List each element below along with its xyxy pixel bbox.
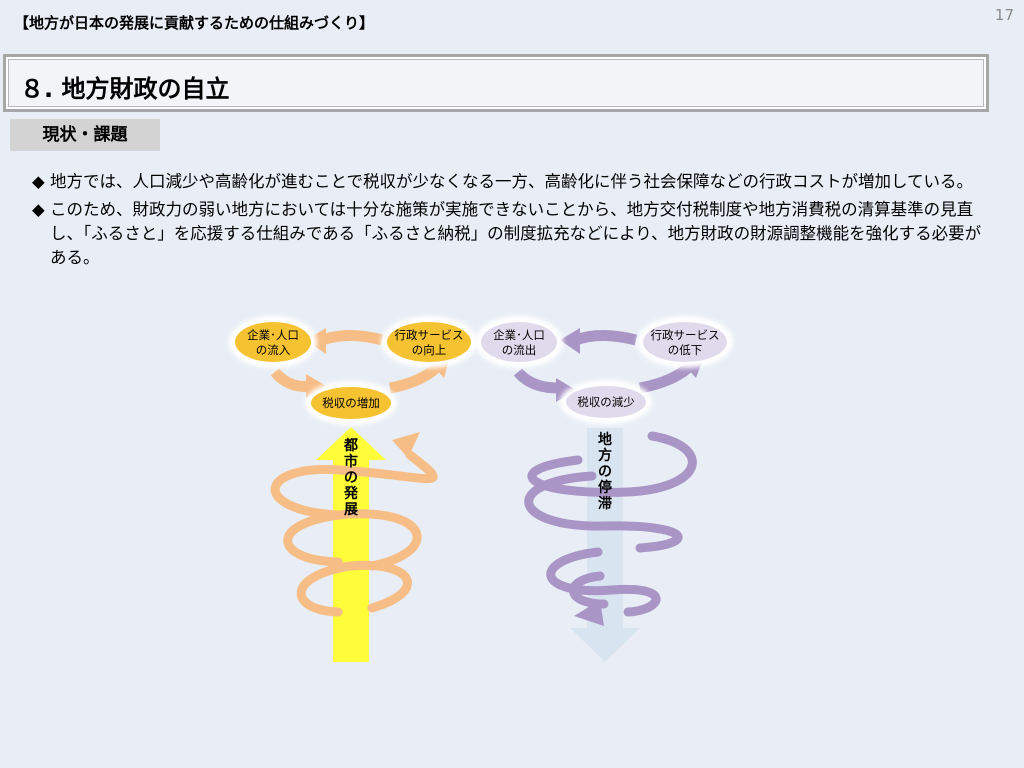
decline-spiral: [524, 431, 697, 617]
section-title: ８. 地方財政の自立: [20, 75, 230, 103]
growth-spiral: [270, 450, 438, 617]
bullet-item: 地方では、人口減少や高齢化が進むことで税収が少なくなる一方、高齢化に伴う社会保障…: [32, 170, 992, 194]
node-inflow-line2: の流入: [256, 343, 291, 357]
decline-cycle-arrows: [513, 330, 694, 394]
body-text: 地方では、人口減少や高齢化が進むことで税収が少なくなる一方、高齢化に伴う社会保障…: [32, 170, 992, 274]
vlabel-char: 滞: [598, 495, 612, 512]
slide-header: 【地方が日本の発展に貢献するための仕組みづくり】: [14, 14, 375, 32]
node-inflow: 企業･人口 の流入: [229, 316, 317, 368]
node-outflow: 企業･人口 の流出: [475, 316, 563, 368]
vlabel-char: 市: [344, 453, 358, 470]
node-tax-decrease: 税収の減少: [560, 380, 652, 424]
node-service-down: 行政サービス の低下: [637, 316, 733, 368]
node-service-up-line2: の向上: [412, 343, 447, 357]
vlabel-char: の: [344, 470, 358, 486]
regional-stagnation-label: 地 方 の 停 滞: [598, 431, 612, 512]
node-outflow-line1: 企業･人口: [493, 328, 545, 342]
arrowhead: [306, 374, 326, 398]
vlabel-char: 停: [598, 479, 612, 496]
status-tag: 現状・課題: [10, 119, 160, 151]
node-tax-decrease-label: 税収の減少: [577, 395, 635, 409]
node-outflow-line2: の流出: [502, 343, 537, 357]
node-service-up: 行政サービス の向上: [381, 316, 477, 368]
decline-spiral-arrowhead: [574, 600, 604, 626]
growth-spiral-arrowhead: [392, 432, 420, 458]
node-inflow-line1: 企業･人口: [247, 328, 299, 342]
section-title-box: ８. 地方財政の自立: [3, 54, 989, 112]
urban-growth-arrow: [316, 427, 386, 662]
vlabel-char: 発: [343, 485, 359, 502]
node-tax-increase-label: 税収の増加: [322, 396, 380, 410]
vlabel-char: 地: [598, 431, 612, 448]
vlabel-char: 都: [343, 438, 358, 454]
node-service-down-line1: 行政サービス: [651, 328, 720, 342]
arrowhead: [560, 328, 580, 354]
node-service-up-line1: 行政サービス: [395, 328, 464, 342]
vlabel-char: の: [598, 464, 612, 480]
bullet-item: このため、財政力の弱い地方においては十分な施策が実施できないことから、地方交付税…: [32, 198, 992, 270]
vlabel-char: 方: [598, 447, 612, 464]
urban-growth-label: 都 市 の 発 展: [343, 438, 359, 518]
page-number: 17: [994, 6, 1014, 24]
node-service-down-line2: の低下: [668, 343, 703, 357]
node-tax-increase: 税収の増加: [305, 381, 397, 425]
vlabel-char: 展: [344, 502, 358, 518]
arrowhead: [556, 378, 576, 402]
